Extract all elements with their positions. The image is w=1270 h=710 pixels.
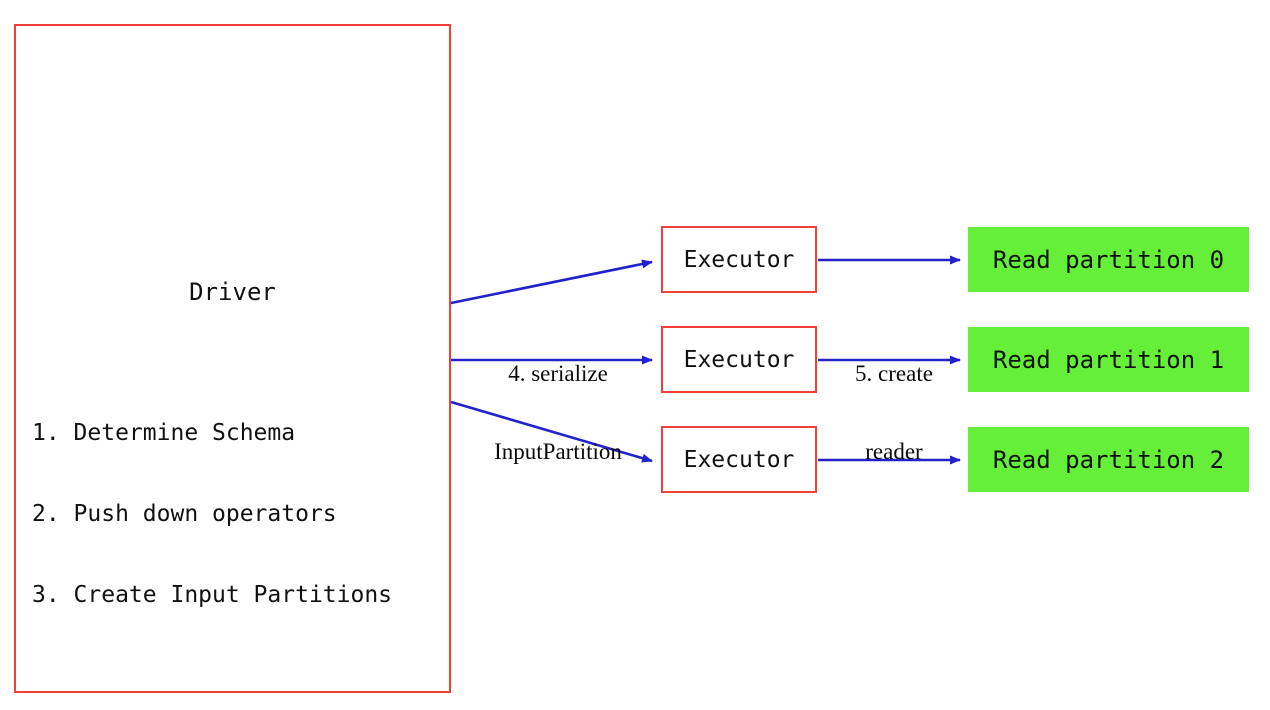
executor-label: Executor (683, 246, 795, 273)
executor-label: Executor (683, 446, 795, 473)
driver-steps-list: 1. Determine Schema 2. Push down operato… (32, 366, 392, 663)
read-partition-box-1: Read partition 1 (968, 327, 1249, 392)
executor-label: Executor (683, 346, 795, 373)
driver-step-1: 1. Determine Schema (32, 420, 296, 446)
executor-box-1: Executor (661, 326, 817, 393)
arrow-label-create-reader: 5. create reader (828, 309, 960, 517)
driver-step-2: 2. Push down operators (32, 501, 337, 527)
arrow-label-serialize-line2: InputPartition (494, 439, 622, 464)
read-partition-label: Read partition 2 (992, 445, 1225, 474)
arrow-label-serialize-input-partition: 4. serialize InputPartition (470, 309, 646, 517)
arrow-label-create-reader-line1: 5. create (855, 361, 933, 386)
read-partition-label: Read partition 1 (992, 345, 1225, 374)
driver-step-3: 3. Create Input Partitions (32, 582, 393, 608)
arrow-driver-to-executor-0 (450, 259, 653, 305)
arrow-label-serialize-line1: 4. serialize (508, 361, 608, 386)
driver-title: Driver (189, 278, 276, 306)
arrow-label-create-reader-line2: reader (865, 439, 923, 464)
executor-box-0: Executor (661, 226, 817, 293)
read-partition-box-0: Read partition 0 (968, 227, 1249, 292)
read-partition-box-2: Read partition 2 (968, 427, 1249, 492)
read-partition-label: Read partition 0 (992, 245, 1225, 274)
driver-box: Driver 1. Determine Schema 2. Push down … (14, 24, 451, 693)
executor-box-2: Executor (661, 426, 817, 493)
